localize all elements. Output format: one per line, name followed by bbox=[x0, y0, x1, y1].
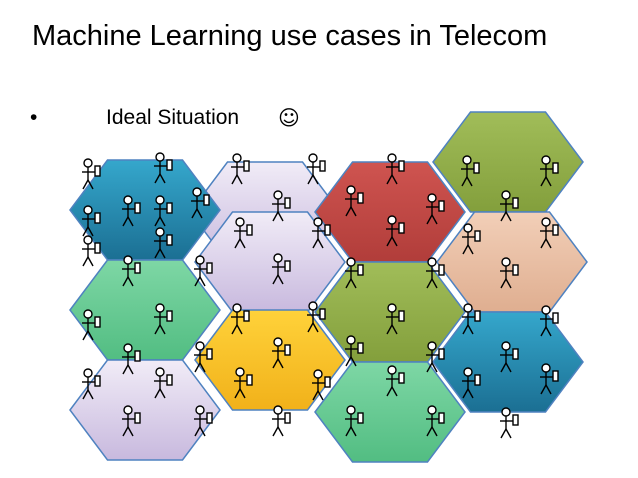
person-with-phone-icon bbox=[540, 155, 559, 187]
person-with-phone-icon bbox=[194, 255, 213, 287]
cell-gold-center bbox=[194, 309, 346, 411]
person-with-phone-icon bbox=[194, 341, 213, 373]
cell-green-bottom bbox=[314, 361, 466, 463]
person-with-phone-icon bbox=[154, 227, 173, 259]
person-with-phone-icon bbox=[345, 185, 364, 217]
person-with-phone-icon bbox=[154, 367, 173, 399]
person-with-phone-icon bbox=[426, 405, 445, 437]
person-with-phone-icon bbox=[345, 257, 364, 289]
person-with-phone-icon bbox=[462, 223, 481, 255]
person-with-phone-icon bbox=[345, 405, 364, 437]
person-with-phone-icon bbox=[312, 217, 331, 249]
person-with-phone-icon bbox=[82, 158, 101, 190]
cell-peach-right bbox=[436, 211, 588, 313]
person-with-phone-icon bbox=[500, 190, 519, 222]
cell-red-top bbox=[314, 161, 466, 263]
person-with-phone-icon bbox=[500, 407, 519, 439]
person-with-phone-icon bbox=[462, 367, 481, 399]
person-with-phone-icon bbox=[462, 303, 481, 335]
person-with-phone-icon bbox=[272, 253, 291, 285]
person-with-phone-icon bbox=[154, 152, 173, 184]
person-with-phone-icon bbox=[540, 217, 559, 249]
person-with-phone-icon bbox=[540, 363, 559, 395]
person-with-phone-icon bbox=[194, 405, 213, 437]
person-with-phone-icon bbox=[500, 341, 519, 373]
person-with-phone-icon bbox=[231, 303, 250, 335]
person-with-phone-icon bbox=[191, 187, 210, 219]
person-with-phone-icon bbox=[461, 155, 480, 187]
person-with-phone-icon bbox=[122, 255, 141, 287]
person-with-phone-icon bbox=[122, 343, 141, 375]
person-with-phone-icon bbox=[386, 153, 405, 185]
person-with-phone-icon bbox=[386, 215, 405, 247]
cell-cyan-bottom-right bbox=[432, 311, 584, 413]
person-with-phone-icon bbox=[122, 405, 141, 437]
person-with-phone-icon bbox=[345, 335, 364, 367]
person-with-phone-icon bbox=[82, 309, 101, 341]
person-with-phone-icon bbox=[234, 367, 253, 399]
person-with-phone-icon bbox=[272, 337, 291, 369]
user-layer bbox=[82, 152, 559, 439]
person-with-phone-icon bbox=[231, 153, 250, 185]
person-with-phone-icon bbox=[307, 301, 326, 333]
person-with-phone-icon bbox=[154, 303, 173, 335]
person-with-phone-icon bbox=[272, 405, 291, 437]
person-with-phone-icon bbox=[234, 217, 253, 249]
smiley-icon: ☺ bbox=[278, 106, 300, 130]
person-with-phone-icon bbox=[426, 257, 445, 289]
bullet-text: Ideal Situation bbox=[106, 106, 240, 129]
cell-lavender-bottom-left bbox=[69, 359, 221, 461]
person-with-phone-icon bbox=[307, 153, 326, 185]
person-with-phone-icon bbox=[82, 368, 101, 400]
person-with-phone-icon bbox=[154, 195, 173, 227]
person-with-phone-icon bbox=[386, 365, 405, 397]
person-with-phone-icon bbox=[272, 190, 291, 222]
person-with-phone-icon bbox=[312, 369, 331, 401]
person-with-phone-icon bbox=[540, 305, 559, 337]
person-with-phone-icon bbox=[122, 195, 141, 227]
person-with-phone-icon bbox=[426, 193, 445, 225]
person-with-phone-icon bbox=[426, 341, 445, 373]
slide-title: Machine Learning use cases in Telecom bbox=[32, 20, 548, 52]
person-with-phone-icon bbox=[386, 303, 405, 335]
person-with-phone-icon bbox=[82, 235, 101, 267]
cell-olive-top-right bbox=[432, 111, 584, 213]
person-with-phone-icon bbox=[82, 205, 101, 237]
bullet-dot: • bbox=[30, 106, 38, 129]
person-with-phone-icon bbox=[500, 257, 519, 289]
